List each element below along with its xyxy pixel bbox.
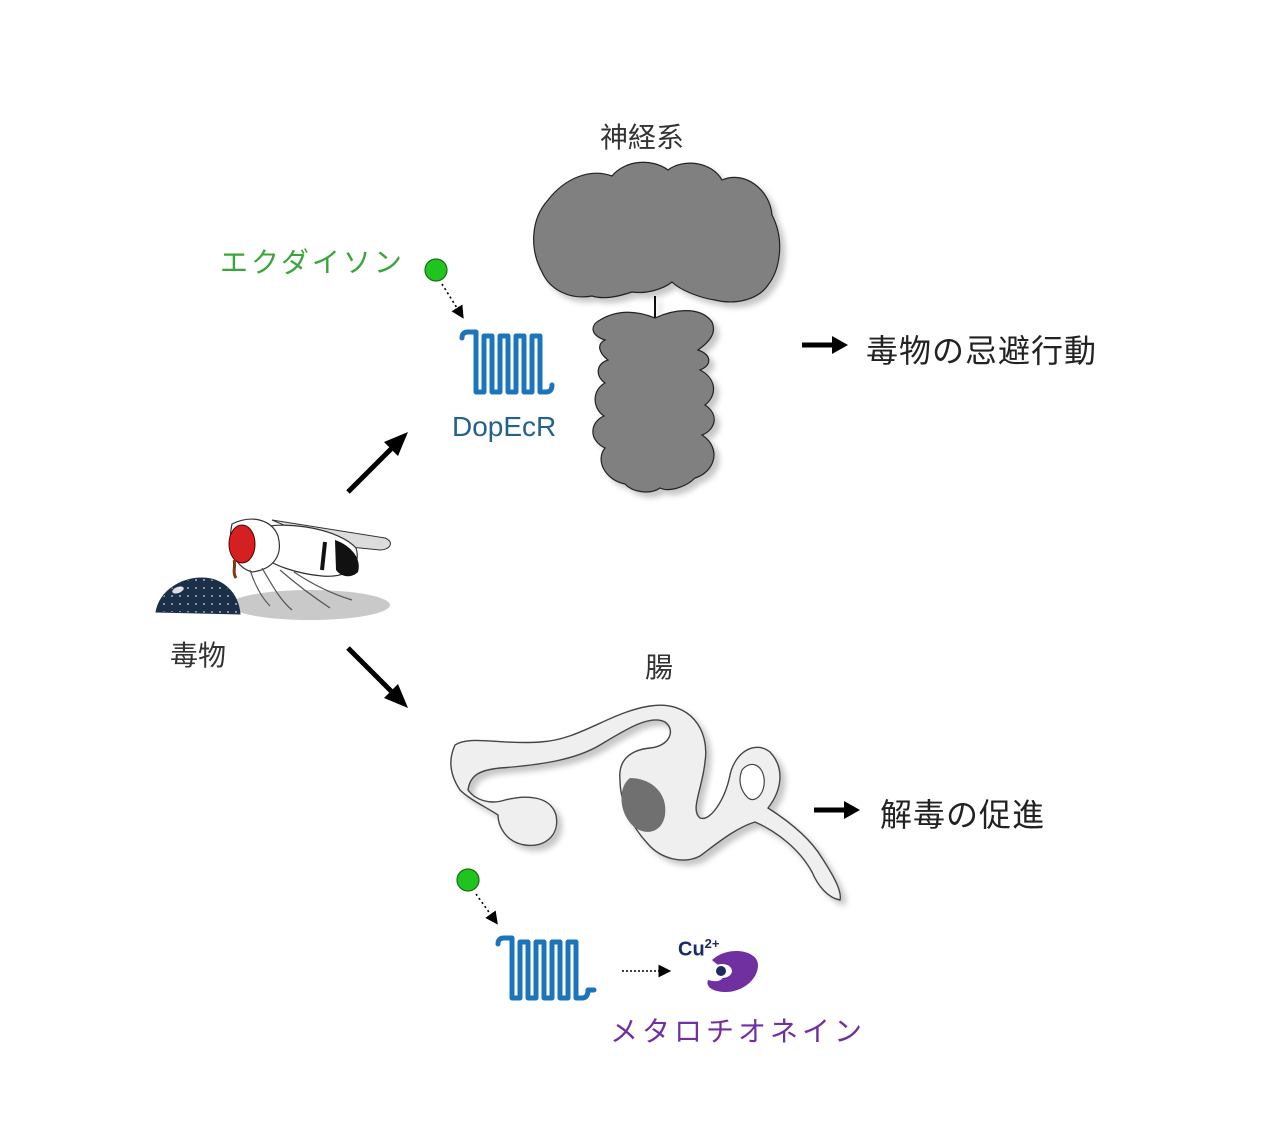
receptor-gut-icon — [495, 935, 597, 1001]
ecdysone-binding-arrow-gut — [475, 893, 498, 925]
ecdysone-label: エクダイソン — [220, 246, 405, 279]
metallothionein-label: メタロチオネイン — [610, 1015, 867, 1048]
gut-label: 腸 — [645, 651, 674, 684]
ecdysone-molecule-icon — [424, 258, 448, 282]
receptor-top-icon — [459, 329, 555, 395]
toxin-label: 毒物 — [170, 639, 227, 672]
copper-ion-icon — [716, 966, 726, 976]
metallothionein-protein-icon — [707, 950, 758, 992]
copper-symbol: Cu — [678, 938, 705, 961]
receptor-label: DopEcR — [452, 411, 557, 442]
arrow-to-nervous-system — [346, 432, 408, 494]
arrow-to-detox — [814, 801, 860, 819]
gut-illustration — [450, 704, 842, 901]
ecdysone-binding-arrow — [441, 283, 464, 319]
copper-ion-label: Cu2+ — [678, 936, 720, 962]
detox-promotion-label: 解毒の促進 — [880, 796, 1046, 834]
fly-illustration — [155, 518, 391, 620]
brain-illustration — [533, 161, 781, 493]
avoidance-behavior-label: 毒物の忌避行動 — [866, 332, 1098, 370]
ecdysone-molecule-icon-gut — [456, 868, 480, 892]
arrow-to-gut — [346, 646, 408, 708]
copper-charge: 2+ — [704, 936, 720, 951]
arrow-to-avoidance — [802, 336, 848, 354]
nervous-system-label: 神経系 — [600, 121, 685, 154]
